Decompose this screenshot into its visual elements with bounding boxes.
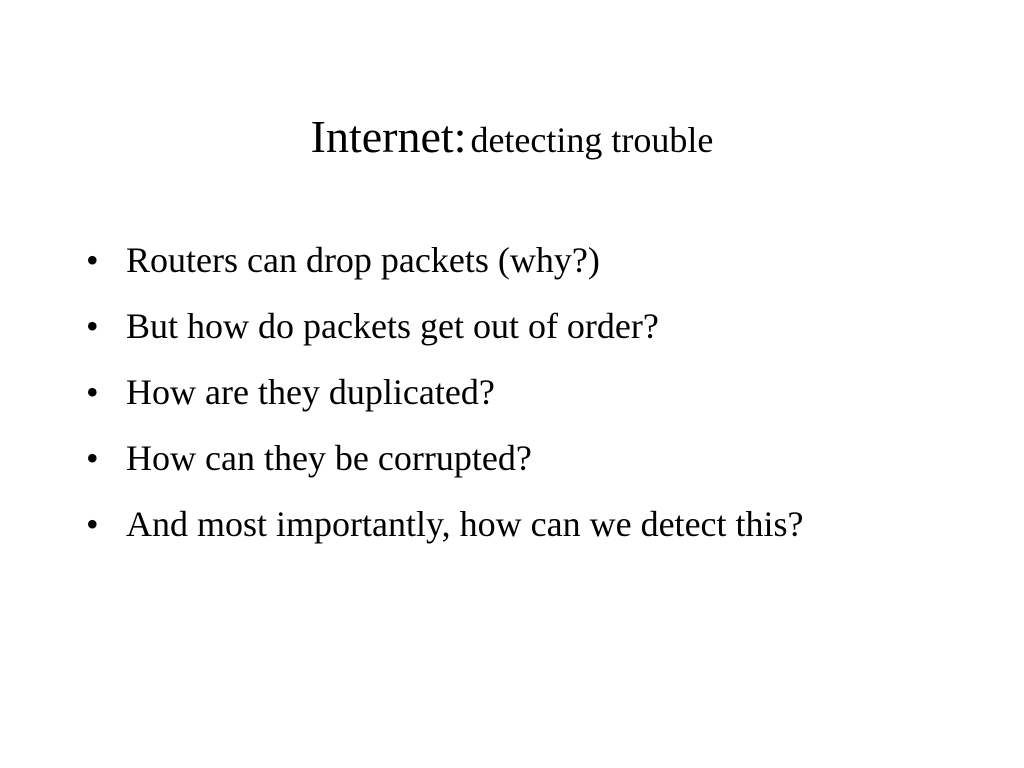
- bullet-item: • Routers can drop packets (why?): [86, 234, 916, 286]
- slide-title: Internet: detecting trouble: [0, 111, 1024, 163]
- bullet-text: But how do packets get out of order?: [126, 306, 659, 346]
- bullet-icon: •: [86, 372, 99, 412]
- bullet-icon: •: [86, 504, 99, 544]
- bullet-icon: •: [86, 438, 99, 478]
- bullet-list: • Routers can drop packets (why?) • But …: [86, 234, 916, 564]
- bullet-icon: •: [86, 240, 99, 280]
- bullet-item: • How can they be corrupted?: [86, 432, 916, 484]
- bullet-text: How are they duplicated?: [126, 372, 495, 412]
- bullet-item: • How are they duplicated?: [86, 366, 916, 418]
- title-subtitle: detecting trouble: [470, 120, 714, 160]
- title-main: Internet:: [310, 111, 467, 162]
- bullet-text: How can they be corrupted?: [126, 438, 532, 478]
- bullet-icon: •: [86, 306, 99, 346]
- bullet-text: Routers can drop packets (why?): [126, 240, 600, 280]
- bullet-item: • But how do packets get out of order?: [86, 300, 916, 352]
- bullet-item: • And most importantly, how can we detec…: [86, 498, 916, 550]
- bullet-text: And most importantly, how can we detect …: [126, 504, 804, 544]
